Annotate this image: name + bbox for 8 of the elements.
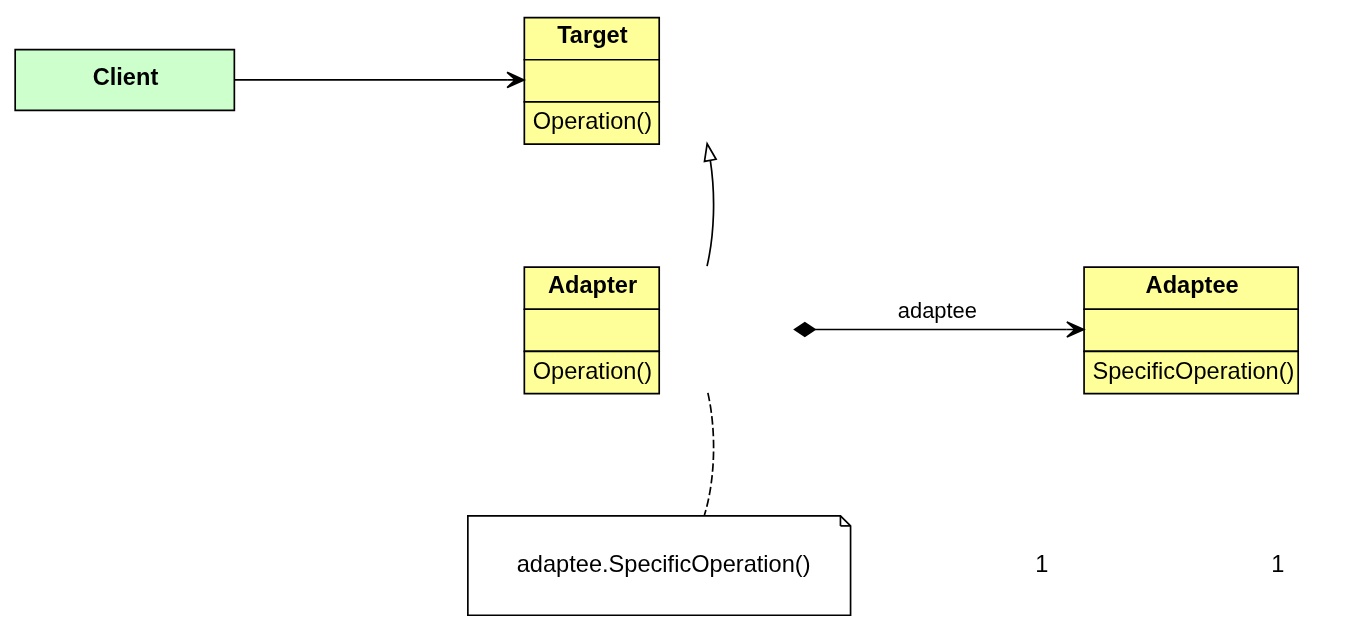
label: 1 <box>1271 550 1285 577</box>
node-box: Client <box>14 48 236 112</box>
label: 1 <box>1035 550 1049 577</box>
connector <box>703 392 715 516</box>
arrow <box>703 141 718 267</box>
edge-label: adaptee <box>897 298 977 324</box>
arrow <box>233 71 525 89</box>
arrow <box>793 321 1085 338</box>
